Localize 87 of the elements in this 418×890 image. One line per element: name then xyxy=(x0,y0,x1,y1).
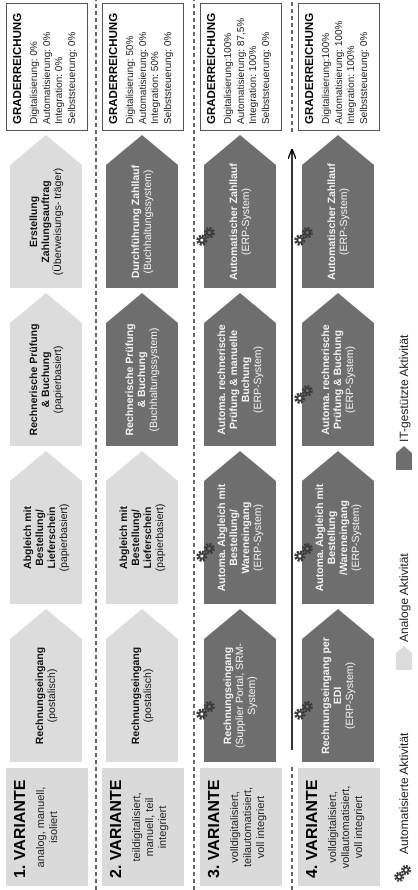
process-step xyxy=(204,609,276,762)
step-title: Rechnerische Prüfung & Buchung xyxy=(124,322,148,438)
process-step xyxy=(10,451,82,604)
result-line: Integration: 100% xyxy=(346,46,358,124)
variant-title: 2. VARIANTE xyxy=(108,780,126,878)
step-note: (ERP-System) xyxy=(350,504,362,572)
step-note: (ERP-System) xyxy=(252,504,264,572)
result-line: Automatisierung: 87,5% xyxy=(236,18,248,124)
step-note: (Supplier Portal, SRM-System) xyxy=(234,642,258,750)
result-line: Selbststeuerung: 0% xyxy=(162,32,174,124)
variant-title: 4. VARIANTE xyxy=(304,780,322,878)
variant-description: volldigitalisiert, teilautomatisiert, voll integriert xyxy=(229,786,268,870)
step-title: Rechnerische Prüfung & Buchung xyxy=(28,322,52,438)
process-step xyxy=(302,451,374,604)
result-line: Automatisierung: 100% xyxy=(334,20,346,124)
result-line: Digitalisierung: 0% xyxy=(29,41,41,124)
process-step xyxy=(204,451,276,604)
result-line: Integration: 100% xyxy=(248,46,260,124)
step-title: Rechnungseingang per EDI xyxy=(320,636,344,756)
step-note: (ERP-System) xyxy=(252,346,264,414)
step-note: (papierbasiert) xyxy=(154,504,166,572)
result-line: Selbststeuerung: 0% xyxy=(66,32,78,124)
step-title: Rechnungseingang xyxy=(34,646,46,744)
variant-title: 3. VARIANTE xyxy=(206,780,224,878)
result-line: Selbststeuerung: 0% xyxy=(260,32,272,124)
result-box xyxy=(200,3,282,131)
result-line: Selbststeuerung: 0% xyxy=(358,32,370,124)
result-heading: GRADERREICHUNG xyxy=(12,12,24,124)
process-step xyxy=(10,135,82,288)
step-title: Durchführung Zahllauf xyxy=(130,164,142,278)
step-title: Automatischer Zahllauf xyxy=(228,163,240,280)
variant-description: volldigitalisiert, vollautomatisiert, voll integriert xyxy=(327,784,366,870)
result-line: Digitalisierung:100% xyxy=(223,32,235,124)
step-note: (papierbasiert) xyxy=(58,504,70,572)
step-title: Automa. Abgleich mit Bestellung /Wareneingang xyxy=(314,482,350,594)
step-note: (postalisch) xyxy=(142,668,154,722)
step-title: Automa. rechnerische Prüfung & manuelle Buchung xyxy=(216,323,252,437)
process-step xyxy=(106,135,178,288)
variant-panel xyxy=(102,768,184,886)
step-note: (postalisch) xyxy=(46,668,58,722)
variant-title: 1. VARIANTE xyxy=(12,780,30,878)
result-line: Integration: 50% xyxy=(150,51,162,124)
process-step xyxy=(10,609,82,762)
process-step xyxy=(204,293,276,446)
step-note: (Buchhaltungssystem) xyxy=(148,328,160,432)
process-step xyxy=(302,293,374,446)
step-note: (ERP-System) xyxy=(338,188,350,256)
variant-panel xyxy=(298,768,380,886)
step-note: (Buchhaltungssystem) xyxy=(142,170,154,274)
variant-description: teildigitalisiert, manuell, teil integriert xyxy=(131,791,170,864)
process-step xyxy=(106,451,178,604)
step-title: Erstellung Zahlungsauftrag xyxy=(28,179,52,265)
variant-panel xyxy=(200,768,282,886)
step-note: (ERP-System) xyxy=(344,662,356,730)
step-note: (ERP-System) xyxy=(240,188,252,256)
step-note: (ERP-System) xyxy=(344,346,356,414)
legend-text: Analoge Aktivität xyxy=(397,553,411,642)
result-line: Automatisierung: 0% xyxy=(138,32,150,124)
result-line: Automatisierung: 0% xyxy=(42,32,54,124)
step-note: (Überweisungs- träger) xyxy=(52,168,64,276)
result-box xyxy=(6,3,88,131)
step-title: Automatischer Zahllauf xyxy=(326,163,338,280)
legend-text: IT-gestützte Aktivität xyxy=(397,334,411,442)
step-title: Abgleich mit Bestellung/ Lieferschein xyxy=(22,505,58,572)
result-heading: GRADERREICHUNG xyxy=(206,12,218,124)
step-note: (papierbasiert) xyxy=(52,346,64,414)
process-step xyxy=(106,609,178,762)
process-step xyxy=(106,293,178,446)
result-line: Digitalisierung: 50% xyxy=(125,36,137,124)
result-box xyxy=(298,3,380,131)
process-step xyxy=(302,135,374,288)
result-heading: GRADERREICHUNG xyxy=(108,12,120,124)
result-line: Integration: 0% xyxy=(54,56,66,124)
process-step xyxy=(302,609,374,762)
step-title: Abgleich mit Bestellung/ Lieferschein xyxy=(118,505,154,572)
step-title: Automa. Abgleich mit Bestellung/ Wareneingang xyxy=(216,482,252,594)
process-step xyxy=(204,135,276,288)
step-title: Automa. rechnerische Prüfung & Buchung xyxy=(320,323,344,437)
result-line: Digitalisierung:100% xyxy=(321,32,333,124)
step-title: Rechnungseingang xyxy=(222,646,234,744)
legend-text: Automatisierte Aktivität xyxy=(397,732,411,854)
variant-description: analog, manuell, isoliert xyxy=(35,786,61,870)
step-title: Rechnungseingang xyxy=(130,646,142,744)
result-heading: GRADERREICHUNG xyxy=(304,12,316,124)
process-step xyxy=(10,293,82,446)
result-box xyxy=(102,3,184,131)
variant-panel xyxy=(6,768,88,886)
